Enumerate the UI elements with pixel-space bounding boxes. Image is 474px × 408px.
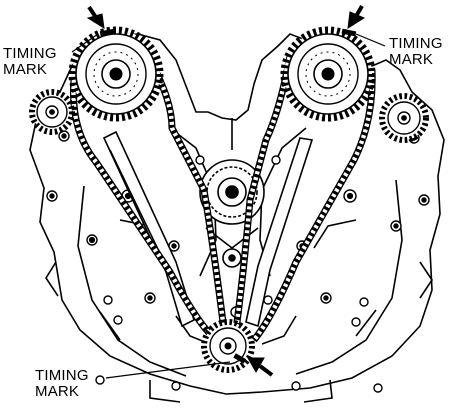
timing-mark-dots [99,28,357,364]
right-idler-sprocket [379,93,429,143]
leader-lines [71,33,386,379]
label-line-1: TIMING [35,367,89,384]
arrow-top-left [86,5,105,29]
left-cam-sprocket [68,26,164,122]
timing-mark-label-bottom: TIMING MARK [35,368,89,400]
timing-mark-label-top-left: TIMING MARK [3,46,57,78]
left-idler-sprocket [29,89,75,135]
arrow-top-right [347,4,366,29]
arrow-bottom [247,357,274,377]
label-line-2: MARK [389,51,434,68]
label-line-2: MARK [3,61,48,78]
right-timing-chain [232,55,376,343]
label-line-1: TIMING [3,45,57,62]
label-line-2: MARK [35,383,80,400]
label-line-1: TIMING [389,35,443,52]
right-cam-sprocket [280,26,376,122]
left-timing-chain [70,58,228,339]
timing-mark-label-top-right: TIMING MARK [389,36,443,68]
right-chain-guide [245,137,314,328]
